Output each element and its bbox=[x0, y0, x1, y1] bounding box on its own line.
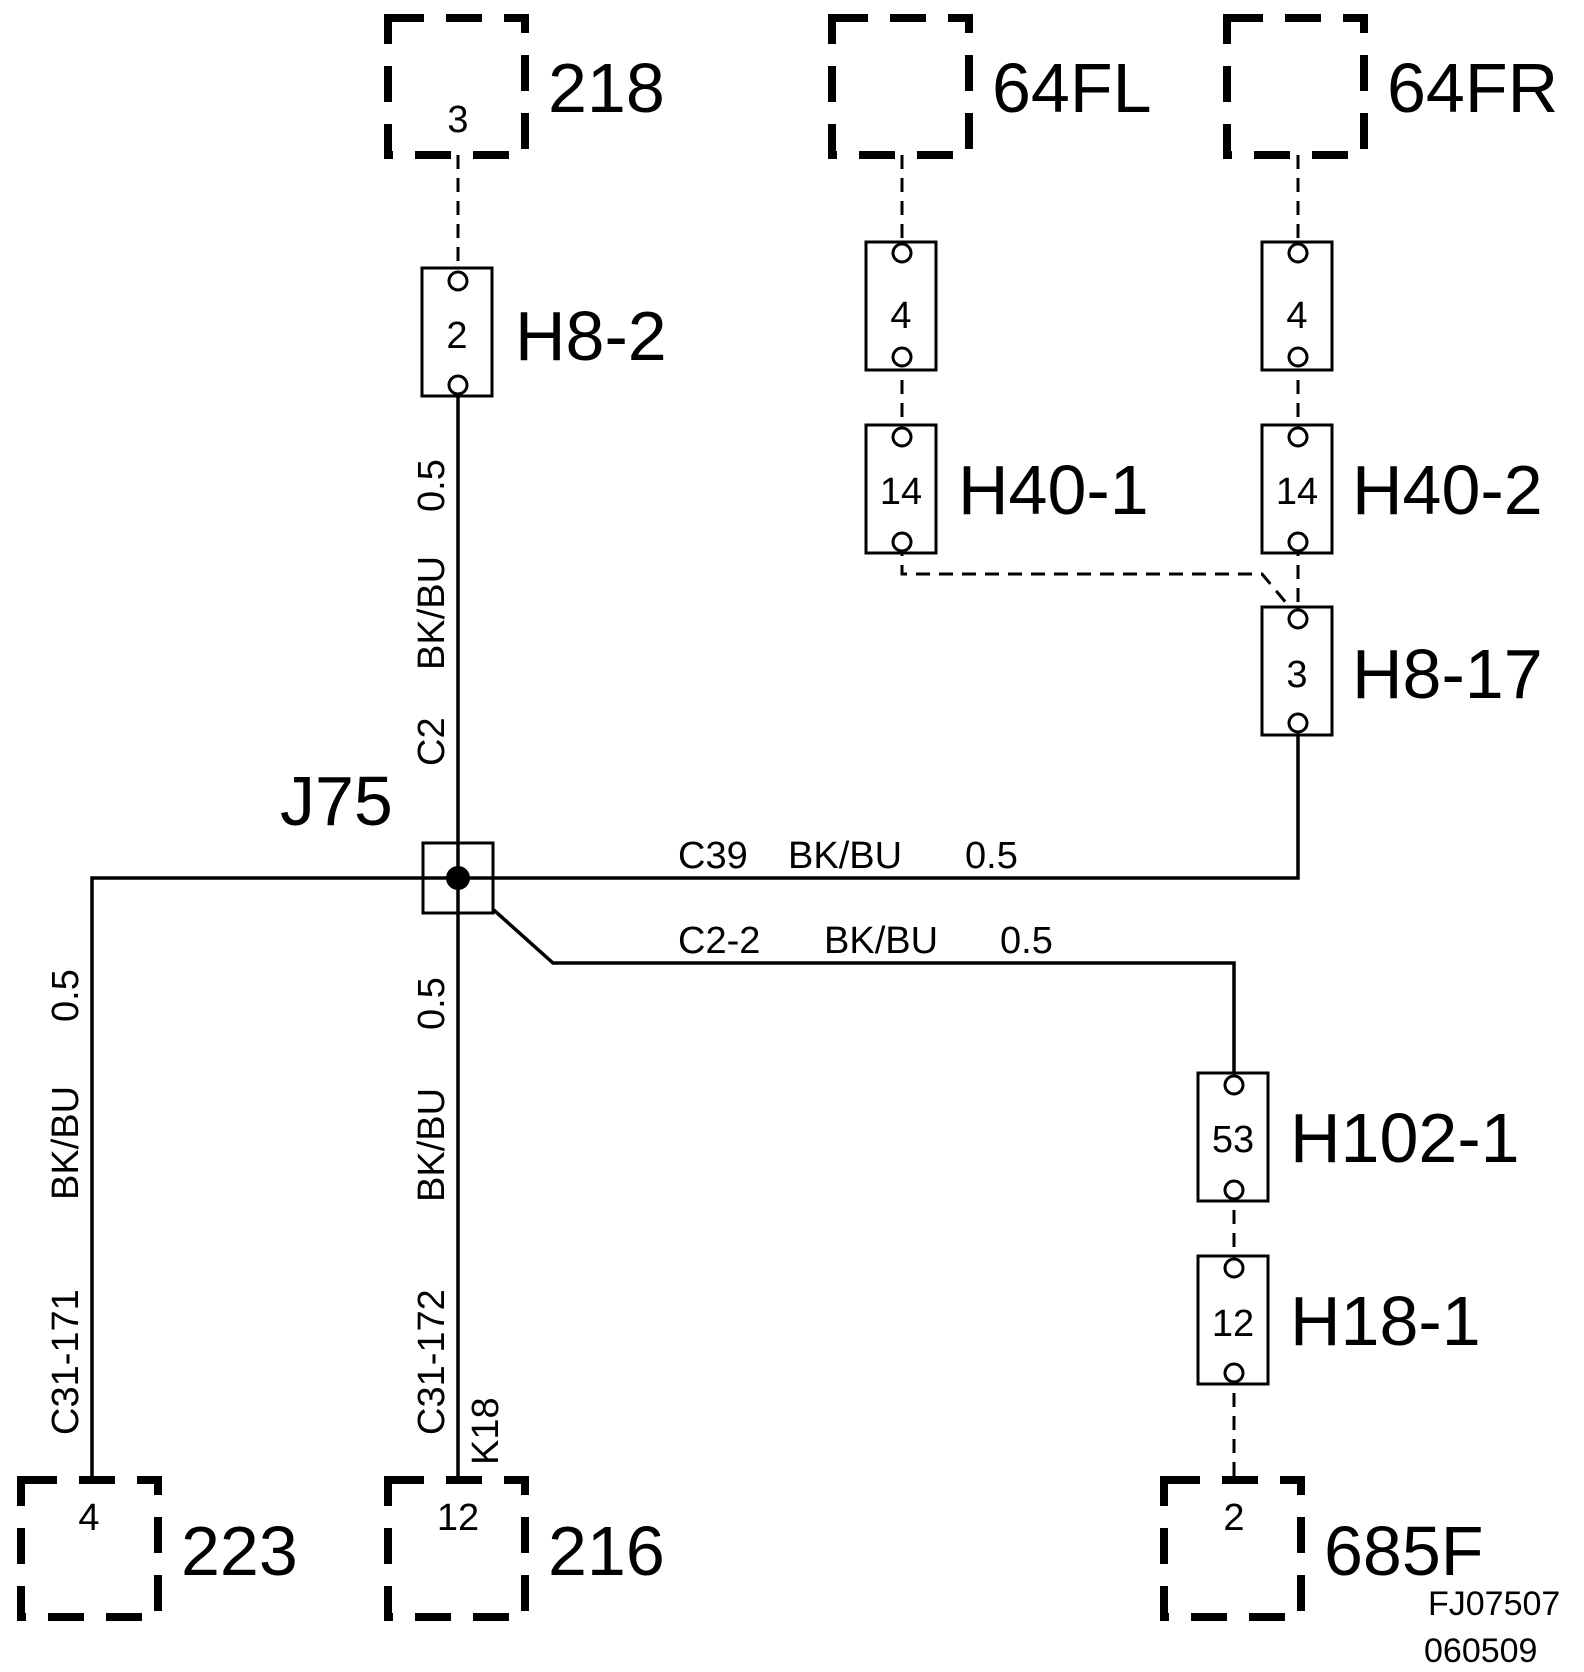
wire-c39-circuit: C39 bbox=[678, 835, 748, 877]
component-216-label: 216 bbox=[548, 1512, 665, 1590]
drawing-code-line1: FJ07507 bbox=[1428, 1585, 1560, 1623]
terminal-circle bbox=[891, 531, 913, 553]
connector-h18-1-label: H18-1 bbox=[1290, 1282, 1481, 1360]
wire-c31-172-extra: K18 bbox=[465, 1397, 507, 1465]
wire-c31-171 bbox=[90, 876, 458, 1480]
wire-c2-size: 0.5 bbox=[411, 459, 453, 512]
connector-h8-2-pin: 2 bbox=[446, 315, 467, 357]
wire-c39 bbox=[458, 731, 1300, 880]
terminal-circle bbox=[1223, 1257, 1245, 1279]
wire-c2-2-circuit: C2-2 bbox=[678, 920, 760, 962]
wire-c2-color: BK/BU bbox=[411, 556, 453, 670]
wire-c31-171-size: 0.5 bbox=[45, 969, 87, 1022]
connector-h18-1-pin: 12 bbox=[1212, 1303, 1254, 1345]
terminal-circle bbox=[1287, 346, 1309, 368]
component-64fl-label: 64FL bbox=[992, 49, 1152, 127]
connector-h8-17-label: H8-17 bbox=[1352, 635, 1543, 713]
component-64fr-box bbox=[1223, 14, 1368, 159]
terminal-circle bbox=[1287, 608, 1309, 630]
connector-h40-2-label: H40-2 bbox=[1352, 451, 1543, 529]
wire-c31-171-color: BK/BU bbox=[45, 1086, 87, 1200]
connector-h8-2-label: H8-2 bbox=[515, 297, 667, 375]
component-216-box bbox=[384, 1476, 529, 1621]
terminal-circle bbox=[447, 270, 469, 292]
connector-64fr-inline-pin: 4 bbox=[1286, 295, 1307, 337]
drawing-code-line2: 060509 bbox=[1424, 1632, 1537, 1670]
component-685f-label: 685F bbox=[1324, 1512, 1484, 1590]
wire-c31-172-color: BK/BU bbox=[411, 1088, 453, 1202]
wire-c31-171-circuit: C31-171 bbox=[45, 1289, 87, 1435]
component-223-pin: 4 bbox=[78, 1497, 99, 1539]
wire-c39-color: BK/BU bbox=[788, 835, 902, 877]
wire-h40-1-to-h8-17 bbox=[900, 542, 1300, 618]
component-223-box bbox=[17, 1476, 162, 1621]
connector-64fl-inline-pin: 4 bbox=[890, 295, 911, 337]
connector-h102-1-label: H102-1 bbox=[1290, 1099, 1520, 1177]
connector-h8-17-pin: 3 bbox=[1286, 654, 1307, 696]
component-223-label: 223 bbox=[181, 1512, 298, 1590]
component-64fl-box bbox=[828, 14, 973, 159]
terminal-circle bbox=[1223, 1362, 1245, 1384]
component-218-box bbox=[384, 14, 529, 159]
connector-h40-1-label: H40-1 bbox=[958, 451, 1149, 529]
terminal-circle bbox=[447, 374, 469, 396]
terminal-circle bbox=[891, 242, 913, 264]
connector-h40-2-pin: 14 bbox=[1276, 471, 1318, 513]
component-216-pin: 12 bbox=[437, 1497, 479, 1539]
connector-h102-1-pin: 53 bbox=[1212, 1119, 1254, 1161]
component-64fr-label: 64FR bbox=[1387, 49, 1558, 127]
wire-c2-2-size: 0.5 bbox=[1000, 920, 1053, 962]
wire-c2-2 bbox=[456, 876, 1236, 1085]
splice-j75-dot bbox=[446, 866, 470, 890]
wire-c31-172-circuit: C31-172 bbox=[411, 1289, 453, 1435]
wire-c2-2-color: BK/BU bbox=[824, 920, 938, 962]
wire-c2-circuit: C2 bbox=[411, 717, 453, 766]
wire-c31-172-size: 0.5 bbox=[411, 977, 453, 1030]
component-218-label: 218 bbox=[548, 49, 665, 127]
terminal-circle bbox=[1223, 1074, 1245, 1096]
component-218-pin: 3 bbox=[447, 99, 468, 141]
terminal-circle bbox=[1287, 426, 1309, 448]
component-685f-box bbox=[1160, 1476, 1305, 1621]
terminal-circle bbox=[1223, 1179, 1245, 1201]
wire-c39-size: 0.5 bbox=[965, 835, 1018, 877]
component-685f-pin: 2 bbox=[1223, 1497, 1244, 1539]
terminal-circle bbox=[1287, 242, 1309, 264]
terminal-circle bbox=[1287, 531, 1309, 553]
connector-h40-1-pin: 14 bbox=[880, 471, 922, 513]
splice-j75-label: J75 bbox=[280, 762, 393, 840]
terminal-circle bbox=[1287, 712, 1309, 734]
terminal-circle bbox=[891, 426, 913, 448]
terminal-circle bbox=[891, 346, 913, 368]
